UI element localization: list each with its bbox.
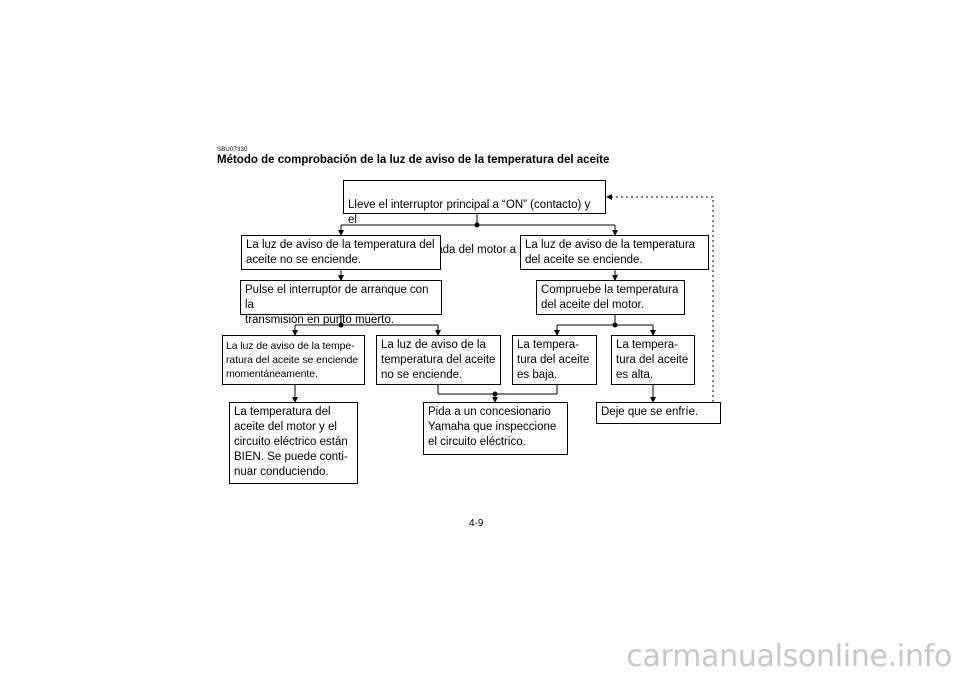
section-code: SBU07330 [217, 147, 248, 153]
loop-back-arrowhead [606, 194, 612, 200]
watermark: carmanualsonline.info [626, 639, 952, 674]
dealer-box: Pida a un concesionario Yamaha que inspe… [423, 402, 568, 455]
junction-dot [492, 391, 498, 397]
check-temp-box: Compruebe la temperatura del aceite del … [536, 280, 685, 315]
ok-result-box: La temperatura del aceite del motor y el… [229, 402, 358, 484]
starter-box: Pulse el interruptor de arranque con la … [240, 280, 442, 326]
cool-down-box: Deje que se enfríe. [596, 402, 721, 424]
start-step-box: Lleve el interruptor principal a “ON” (c… [343, 180, 606, 256]
page-title: Método de comprobación de la luz de avis… [217, 154, 610, 166]
light-not-on-box: La luz de aviso de la temperatura del ac… [376, 335, 501, 385]
junction-dot [612, 322, 618, 328]
start-step-line1: Lleve el interruptor principal a “ON” (c… [348, 199, 591, 226]
page-number: 4-9 [469, 518, 484, 529]
temp-low-box: La tempera- tura del aceite es baja. [512, 335, 597, 385]
junction-dot [474, 222, 480, 228]
left-branch-box: La luz de aviso de la temperatura del ac… [241, 235, 441, 270]
temp-high-box: La tempera- tura del aceite es alta. [611, 335, 695, 385]
light-on-briefly-box: La luz de aviso de la tempe- ratura del … [222, 335, 365, 385]
junction-dot [338, 322, 344, 328]
right-branch-box: La luz de aviso de la temperatura del ac… [520, 235, 709, 270]
